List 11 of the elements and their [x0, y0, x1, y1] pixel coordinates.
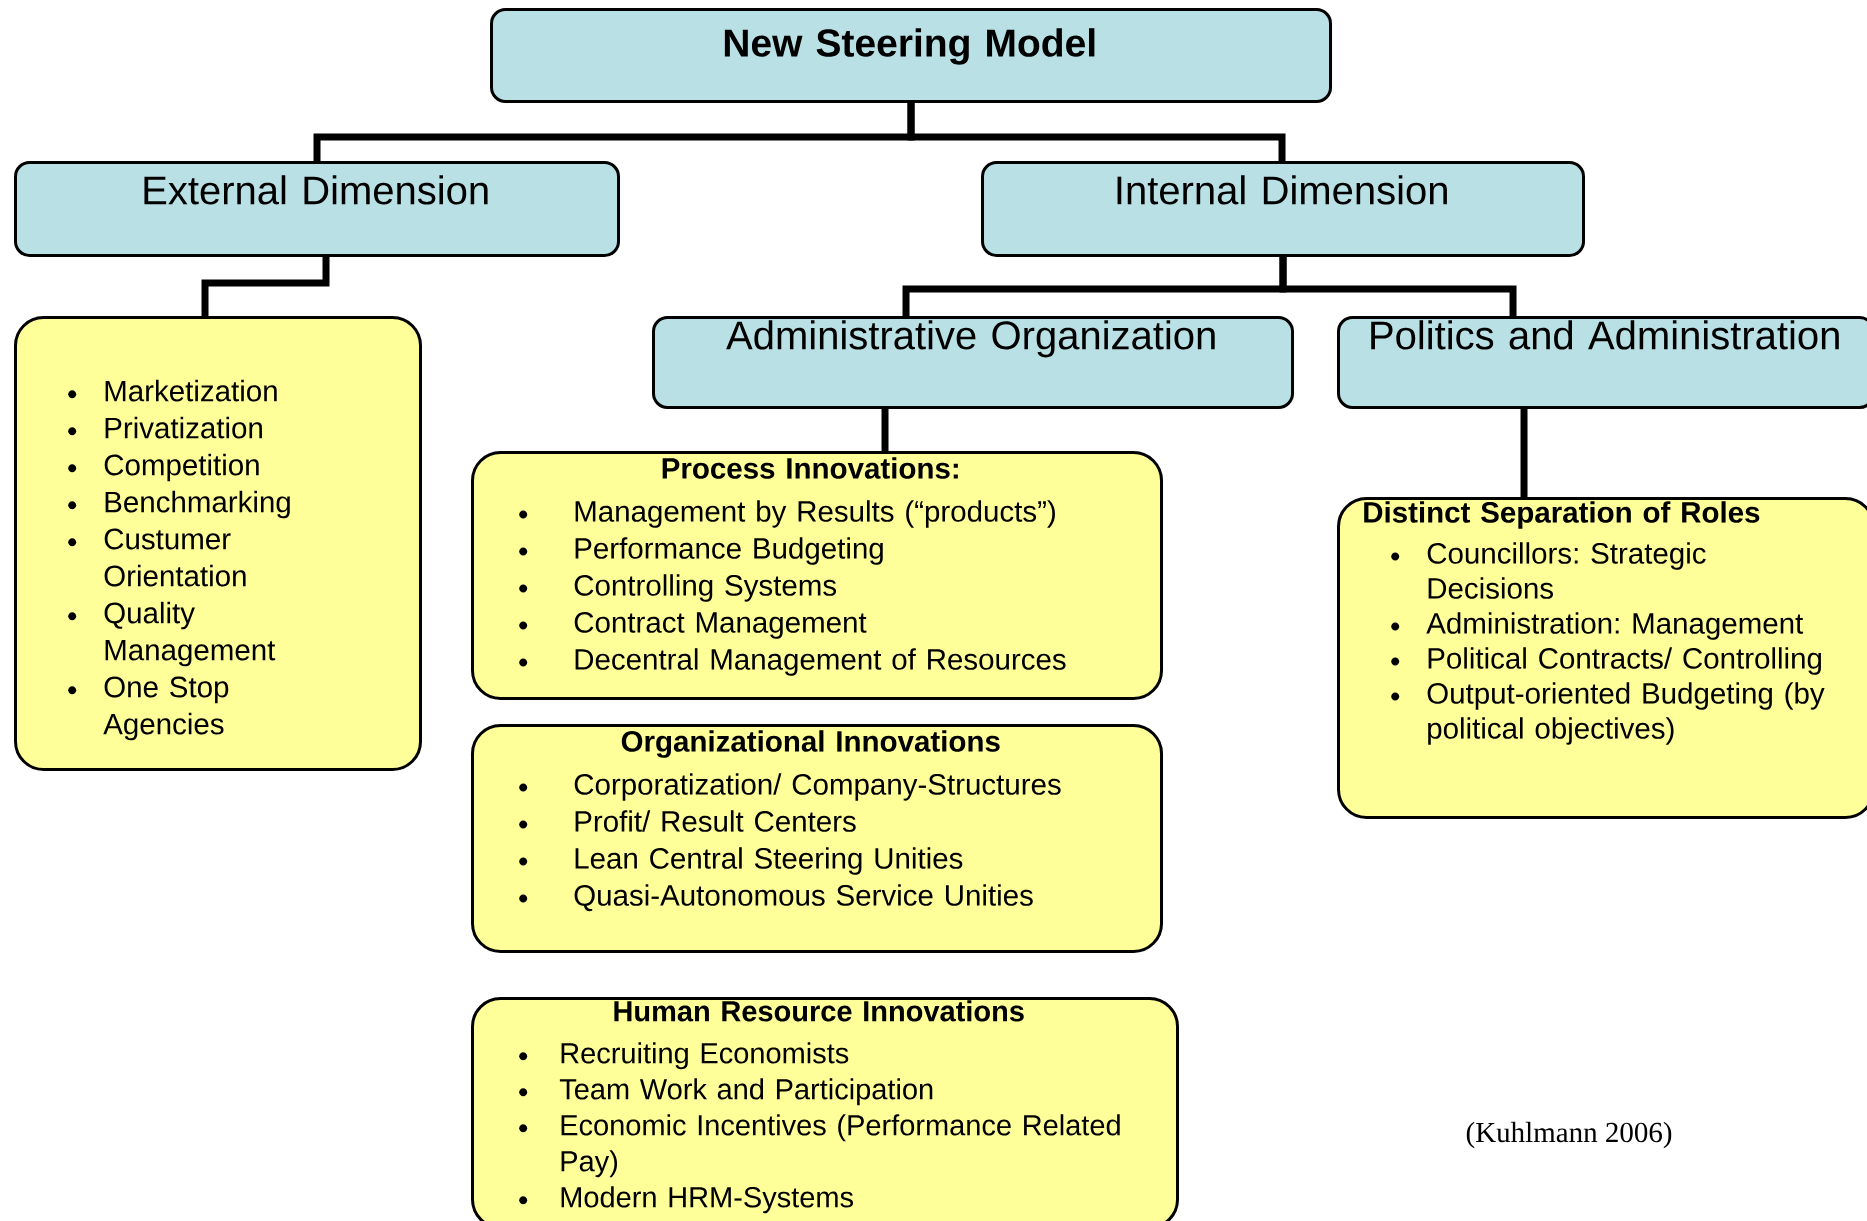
citation: (Kuhlmann 2006)	[1466, 1121, 1672, 1149]
title-box: New Steering Model	[490, 8, 1332, 103]
list-box: Human Resource Innovations Recruiting Economists Team Work and Participation Economic Incentives (Performance Related Pay) Modern HRM-Systems	[471, 997, 1179, 1221]
dimension-box: Politics and Administration	[1337, 316, 1867, 409]
list-box: Process Innovations: Management by Results (“products”) Performance Budgeting Controlling Systems Contract Management Decentral Management of Resources	[471, 451, 1163, 700]
list-box: Distinct Separation of Roles Councillors: Strategic Decisions Administration: Management Political Contracts/ Controlling Output-oriented Budgeting (by political objectives)	[1337, 497, 1867, 819]
dimension-box: External Dimension	[14, 161, 620, 257]
dimension-box: Internal Dimension	[981, 161, 1585, 257]
list-box: Marketization Privatization Competition Benchmarking Custumer Orientation Quality Management One Stop Agencies	[14, 316, 422, 771]
list-box: Organizational Innovations Corporatization/ Company-Structures Profit/ Result Centers Lean Central Steering Unities Quasi-Autonomous Service Unities	[471, 724, 1163, 953]
dimension-box: Administrative Organization	[652, 316, 1294, 409]
